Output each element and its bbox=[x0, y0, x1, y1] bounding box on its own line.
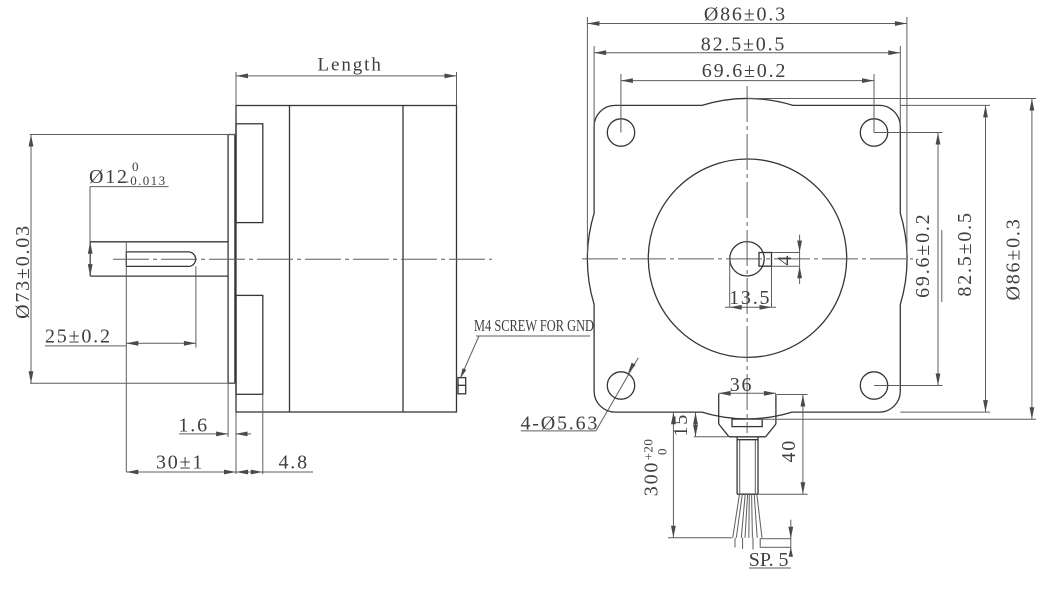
svg-text:4-Ø5.63: 4-Ø5.63 bbox=[521, 413, 600, 435]
svg-text:300: 300 bbox=[641, 461, 663, 496]
svg-text:69.6±0.2: 69.6±0.2 bbox=[912, 213, 934, 298]
svg-text:M4 SCREW FOR GND: M4 SCREW FOR GND bbox=[474, 316, 594, 335]
svg-text:36: 36 bbox=[730, 374, 754, 396]
svg-text:Ø73±0.03: Ø73±0.03 bbox=[12, 224, 34, 319]
svg-text:4.8: 4.8 bbox=[279, 452, 309, 474]
svg-text:SP. 5: SP. 5 bbox=[749, 549, 791, 571]
svg-text:25±0.2: 25±0.2 bbox=[45, 326, 112, 348]
svg-text:69.6±0.2: 69.6±0.2 bbox=[702, 60, 787, 82]
svg-text:Ø12: Ø12 bbox=[89, 166, 129, 188]
svg-text:Ø86±0.3: Ø86±0.3 bbox=[704, 3, 787, 25]
svg-text:0: 0 bbox=[654, 448, 669, 455]
svg-text:-0.013: -0.013 bbox=[125, 173, 167, 188]
svg-text:Length: Length bbox=[318, 55, 383, 76]
svg-text:+20: +20 bbox=[641, 439, 656, 461]
svg-text:0: 0 bbox=[132, 159, 139, 174]
svg-text:82.5±0.5: 82.5±0.5 bbox=[954, 211, 976, 296]
svg-text:40: 40 bbox=[778, 439, 800, 463]
svg-text:82.5±0.5: 82.5±0.5 bbox=[701, 34, 786, 56]
svg-text:30±1: 30±1 bbox=[156, 452, 204, 474]
svg-text:4: 4 bbox=[774, 254, 796, 266]
svg-text:13.5: 13.5 bbox=[729, 287, 771, 309]
svg-text:1.6: 1.6 bbox=[179, 415, 209, 437]
svg-text:Ø86±0.3: Ø86±0.3 bbox=[1003, 217, 1025, 300]
svg-text:15: 15 bbox=[670, 413, 692, 437]
